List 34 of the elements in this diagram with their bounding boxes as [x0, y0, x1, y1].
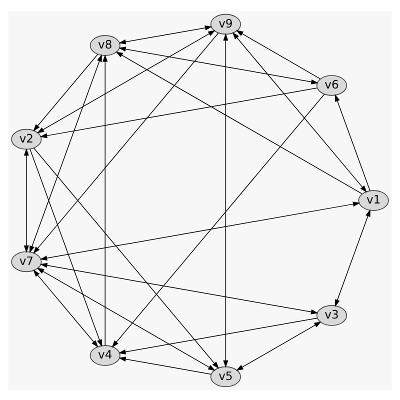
arrow: [40, 262, 318, 314]
node-ellipse: v3: [316, 304, 347, 326]
arrow: [30, 148, 102, 346]
arrow: [33, 54, 98, 131]
arrow: [118, 24, 212, 44]
arrow: [40, 201, 360, 260]
arrow: [40, 87, 318, 138]
arrow: [112, 93, 325, 348]
node-ellipse: v4: [90, 344, 120, 366]
arrow: [118, 317, 318, 354]
arrow: [236, 321, 322, 370]
arrow: [36, 30, 216, 133]
arrow: [118, 356, 212, 374]
node-ellipse: v9: [210, 13, 241, 34]
arrow: [33, 32, 219, 254]
arrow: [334, 208, 370, 306]
arrow: [236, 30, 321, 79]
arrow: [102, 54, 108, 346]
node-ellipse: v2: [11, 128, 42, 150]
node-ellipse: v8: [90, 34, 120, 56]
node-ellipse: v5: [210, 366, 241, 387]
node-ellipse: v1: [358, 190, 389, 210]
arrow: [334, 94, 370, 191]
arrow: [33, 269, 98, 347]
arrow: [232, 32, 367, 192]
arrow: [118, 46, 318, 84]
arrow: [116, 51, 362, 194]
arrow: [30, 54, 102, 253]
node-ellipse: v7: [11, 250, 42, 272]
arrow: [223, 32, 228, 368]
arrow: [33, 147, 220, 368]
arrow: [36, 267, 216, 370]
arrow: [24, 148, 29, 252]
node-ellipse: v6: [316, 74, 347, 96]
